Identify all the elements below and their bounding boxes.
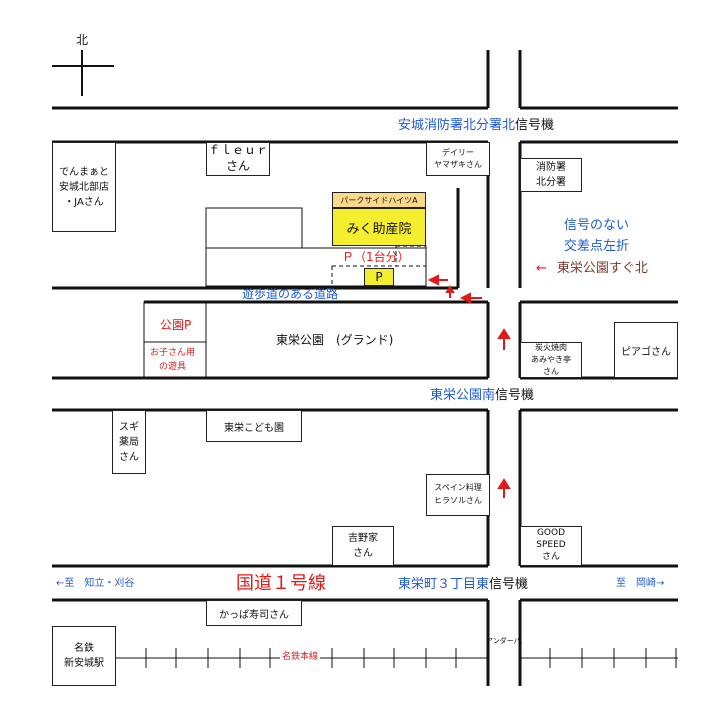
fire-station-box: 消防署 北分署 [520, 158, 582, 192]
good-speed-box: GOOD SPEED さん [520, 526, 582, 566]
arrow-left-icon: ← [536, 261, 547, 276]
meitetsu-station-box: 名鉄 新安城駅 [52, 626, 116, 686]
spain-box: スペイン料理 ヒラソルさん [426, 474, 490, 516]
yoshinoya-box: 吉野家 さん [332, 526, 394, 566]
underpass-label: アンダーパス [486, 637, 522, 645]
park-heights-box: パークサイドハイツA [332, 192, 426, 208]
signal-east: 東栄町３丁目東信号機 [398, 577, 528, 593]
signal-north: 安城消防署北分署北信号機 [398, 118, 554, 134]
signal-east-name: 東栄町３丁目東 [398, 577, 490, 592]
clinic-box: みく助産院 [332, 208, 426, 246]
north-label: 北 [76, 33, 89, 47]
park-p-label: 公園P [160, 318, 192, 332]
daily-yamazaki-box: デイリー ヤマザキさん [426, 142, 490, 176]
signal-park-south-name: 東栄公園南 [430, 388, 496, 403]
kodomo-box: 東栄こども園 [206, 410, 302, 442]
sugi-box: スギ 薬局 さん [112, 410, 146, 474]
promenade-label: 遊歩道のある道路 [242, 287, 339, 301]
playground-label: お子さん用 の遊具 [150, 348, 196, 373]
to-okazaki-label: 至 岡崎→ [616, 578, 665, 589]
signal-east-suffix: 信号機 [489, 577, 529, 592]
signal-north-name: 安城消防署北分署北 [398, 118, 516, 133]
kappa-box: かっぱ寿司さん [206, 600, 302, 626]
no-signal-text-2: 交差点左折 [564, 239, 630, 254]
fleur-box: ｆｌｅｕｒ さん [206, 142, 270, 176]
signal-park-south-suffix: 信号機 [495, 388, 535, 403]
parking-p-box: P [364, 268, 394, 286]
piago-box: ピアゴさん [614, 322, 678, 378]
sumibi-box: 炭火焼肉 あみやき亭 さん [520, 342, 582, 378]
park-north-text: 東栄公園すぐ北 [556, 261, 648, 276]
denmaato-box: でんまぁと 安城北部店 ・JAさん [52, 142, 116, 232]
to-chiryu-label: ←至 知立・刈谷 [56, 578, 135, 589]
signal-north-suffix: 信号機 [515, 118, 555, 133]
park-name: 東栄公園 (グランド) [276, 333, 394, 347]
signal-park-south: 東栄公園南信号機 [430, 388, 534, 404]
parking-label: Ｐ（1台分） [342, 250, 410, 264]
no-signal-text-1: 信号のない [564, 218, 630, 233]
rail-label: 名鉄本線 [280, 652, 321, 663]
park-north-note: ← 東栄公園すぐ北 [536, 261, 648, 277]
route1-label: 国道１号線 [236, 573, 326, 594]
